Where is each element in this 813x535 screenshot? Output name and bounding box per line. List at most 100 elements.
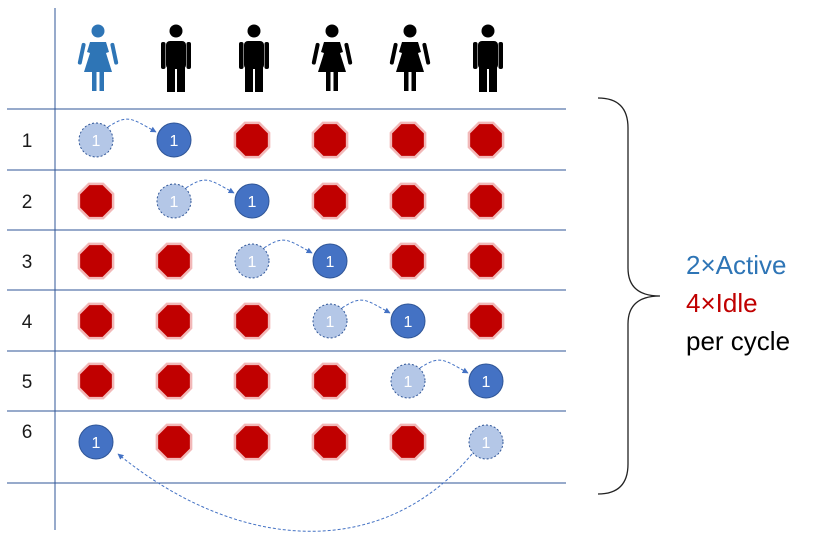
person-leg [489, 66, 497, 92]
person-torso [478, 41, 498, 69]
idle-stop-marker [233, 362, 271, 400]
handoff-arrow [263, 239, 313, 254]
idle-stop-marker [311, 423, 349, 461]
idle-stop-marker [467, 182, 505, 220]
token-label: 1 [170, 133, 179, 150]
token-label: 1 [404, 374, 413, 391]
idle-stop-marker [233, 121, 271, 159]
cell-markers: 1 1 1 1 1 1 1 1 1 1 1 1 [77, 121, 505, 461]
token-label: 1 [170, 194, 179, 211]
person-arm [239, 42, 244, 69]
token-circle [312, 303, 348, 339]
idle-stop-marker [311, 121, 349, 159]
active-token: 1 [156, 122, 192, 158]
faded-token: 1 [390, 363, 426, 399]
idle-stop-marker [155, 362, 193, 400]
row-label: 2 [22, 192, 33, 213]
person-arm [498, 42, 503, 69]
person-arm [344, 42, 353, 65]
male-person-icon [161, 24, 191, 92]
token-circle [390, 363, 426, 399]
idle-stop-marker [77, 302, 115, 340]
idle-stop-marker [311, 182, 349, 220]
row-label: 5 [22, 372, 33, 393]
person-leg [167, 66, 175, 92]
idle-stop-marker [467, 302, 505, 340]
faded-token: 1 [156, 183, 192, 219]
idle-stop-marker [155, 242, 193, 280]
idle-stop-marker [311, 362, 349, 400]
row-label: 4 [22, 312, 33, 333]
faded-token: 1 [234, 243, 270, 279]
person-leg [99, 71, 104, 91]
summary-idle: 4×Idle [686, 288, 758, 318]
person-head [325, 24, 339, 38]
active-token: 1 [468, 363, 504, 399]
right-curly-brace [597, 97, 661, 495]
token-label: 1 [248, 194, 257, 211]
faded-token: 1 [312, 303, 348, 339]
person-leg [245, 66, 253, 92]
active-token: 1 [390, 303, 426, 339]
person-leg [177, 66, 185, 92]
idle-stop-marker [77, 242, 115, 280]
token-circle [156, 183, 192, 219]
token-label: 1 [482, 374, 491, 391]
person-dress [84, 42, 112, 72]
person-arm [186, 42, 191, 69]
person-torso [166, 41, 186, 69]
token-label: 1 [248, 254, 257, 271]
token-label: 1 [92, 133, 101, 150]
person-head [91, 24, 105, 38]
token-circle [78, 122, 114, 158]
token-label: 1 [482, 435, 491, 452]
active-token: 1 [312, 243, 348, 279]
person-leg [479, 66, 487, 92]
person-dress [318, 42, 346, 72]
token-label: 1 [404, 314, 413, 331]
person-dress [396, 42, 424, 72]
person-leg [333, 71, 338, 91]
token-circle [234, 183, 270, 219]
idle-stop-marker [233, 302, 271, 340]
token-label: 1 [326, 314, 335, 331]
token-label: 1 [326, 254, 335, 271]
person-head [403, 24, 417, 38]
male-person-icon [239, 24, 269, 92]
token-circle [468, 424, 504, 460]
row-label: 3 [22, 252, 33, 273]
token-circle [468, 363, 504, 399]
row-label: 6 [22, 422, 33, 443]
faded-token: 1 [468, 424, 504, 460]
handoff-arrow [107, 118, 157, 133]
person-arm [422, 42, 431, 65]
person-arm [110, 42, 119, 65]
active-token: 1 [78, 424, 114, 460]
cycle-summary: 2×Active 4×Idle per cycle [686, 246, 790, 360]
handoff-arrows [107, 118, 473, 532]
handoff-arrow [117, 453, 473, 532]
token-circle [234, 243, 270, 279]
idle-stop-marker [467, 242, 505, 280]
summary-active: 2×Active [686, 250, 787, 280]
idle-stop-marker [389, 242, 427, 280]
token-circle [156, 122, 192, 158]
token-circle [78, 424, 114, 460]
female-person-icon [77, 24, 119, 91]
grid-lines [7, 8, 566, 530]
person-arm [77, 42, 86, 65]
female-person-icon [389, 24, 431, 91]
idle-stop-marker [233, 423, 271, 461]
person-leg [255, 66, 263, 92]
person-head [169, 24, 183, 38]
idle-stop-marker [389, 121, 427, 159]
idle-stop-marker [389, 423, 427, 461]
person-leg [92, 71, 97, 91]
person-arm [389, 42, 398, 65]
idle-stop-marker [155, 302, 193, 340]
idle-stop-marker [77, 182, 115, 220]
person-torso [244, 41, 264, 69]
idle-stop-marker [77, 362, 115, 400]
